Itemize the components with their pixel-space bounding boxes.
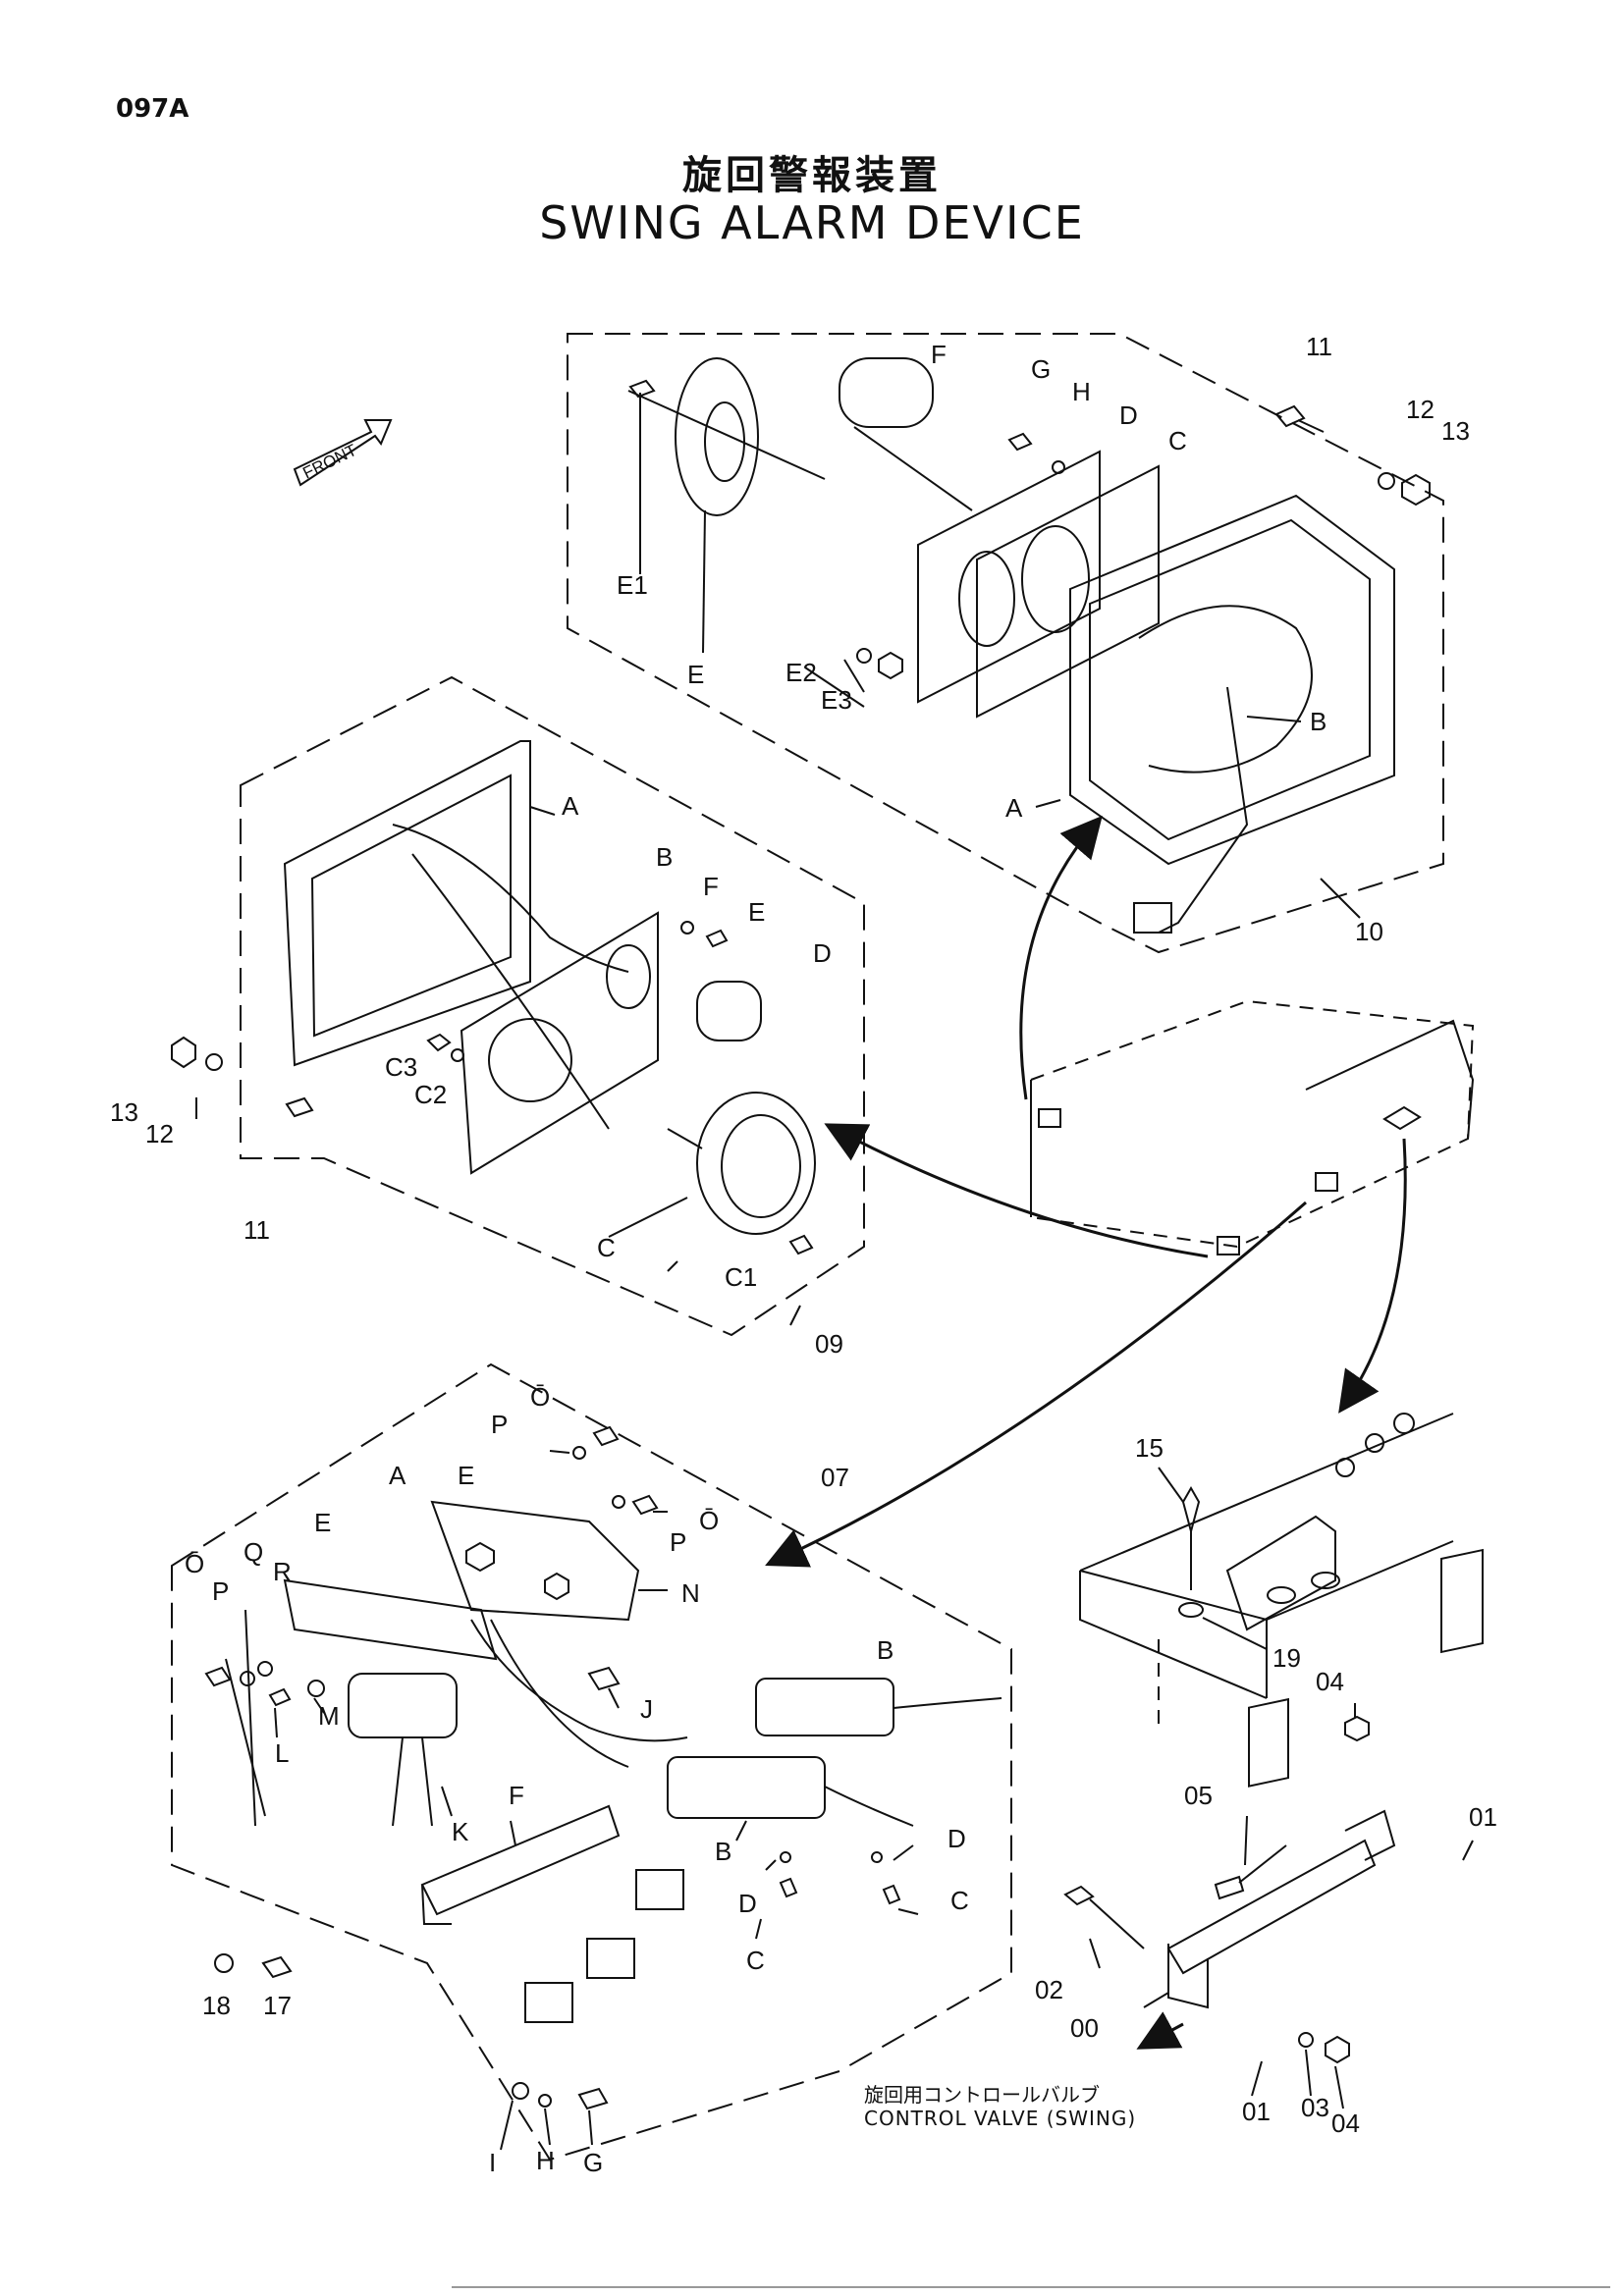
callout-label: 13 (110, 1097, 138, 1127)
switch-panel-and-valve (1063, 1413, 1484, 2109)
title-english: SWING ALARM DEVICE (539, 196, 1085, 249)
title-japanese: 旋回警報装置 (682, 153, 942, 198)
callout-label: E (458, 1461, 474, 1490)
callout-label: G (583, 2148, 603, 2177)
callout-label: 17 (263, 1991, 292, 2020)
callout-label: A (1005, 793, 1023, 823)
callout-label: E3 (821, 685, 852, 715)
callout-label: N (681, 1578, 700, 1608)
group-09-labels: A B F E D 13 12 11 C3 C2 C C1 09 (110, 791, 843, 1359)
callout-label: 07 (821, 1463, 849, 1492)
callout-label: Ō (530, 1382, 550, 1412)
callout-label: B (1310, 707, 1326, 736)
callout-label: B (715, 1837, 731, 1866)
callout-label: C (1168, 426, 1187, 455)
callout-label: A (562, 791, 579, 821)
front-label: FRONT (299, 441, 359, 483)
valve-labels: 15 19 04 05 01 02 00 01 03 04 (1035, 1433, 1497, 2138)
callout-label: H (536, 2146, 555, 2175)
callout-label: E1 (617, 570, 648, 600)
callout-label: 04 (1316, 1667, 1344, 1696)
callout-label: C3 (385, 1052, 417, 1082)
callout-label: F (931, 340, 947, 369)
callout-label: A (389, 1461, 406, 1490)
operator-console-outline (1030, 999, 1475, 1255)
callout-label: 05 (1184, 1781, 1213, 1810)
page-code: 097A (116, 94, 189, 124)
callout-label: 02 (1035, 1975, 1063, 2004)
callout-label: 00 (1070, 2013, 1099, 2043)
callout-label: I (489, 2148, 496, 2177)
callout-label: E (314, 1508, 331, 1537)
callout-label: C (950, 1886, 969, 1915)
callout-label: P (491, 1410, 508, 1439)
callout-label: C (597, 1233, 616, 1262)
callout-label: 01 (1242, 2097, 1271, 2126)
front-arrow-icon: FRONT (293, 419, 393, 487)
callout-label: C (746, 1946, 765, 1975)
callout-label: 11 (244, 1215, 270, 1245)
callout-label: 11 (1306, 332, 1332, 361)
callout-label: B (656, 842, 673, 872)
callout-label: J (640, 1694, 653, 1724)
callout-label: F (509, 1781, 524, 1810)
callout-label: 13 (1441, 416, 1470, 446)
group-07-labels: Ō P Ō P 07 A E E R Q P Ō N J M L K B F B… (185, 1382, 969, 2177)
callout-label: E (687, 660, 704, 689)
callout-label: 19 (1272, 1643, 1301, 1673)
group-07-assembly (171, 1362, 1012, 2162)
callout-label: R (273, 1557, 292, 1586)
callout-label: D (738, 1889, 757, 1918)
callout-label: 04 (1331, 2109, 1360, 2138)
callout-label: B (877, 1635, 893, 1665)
callout-label: 10 (1355, 917, 1383, 946)
callout-label: H (1072, 377, 1091, 406)
callout-label: K (452, 1817, 469, 1846)
callout-label: 12 (145, 1119, 174, 1148)
callout-label: Ō (185, 1549, 204, 1578)
callout-label: D (1119, 400, 1138, 430)
callout-label: L (275, 1738, 289, 1768)
callout-label: M (318, 1701, 340, 1731)
callout-label: 18 (202, 1991, 231, 2020)
control-valve-label-jp: 旋回用コントロールバルブ (864, 2083, 1100, 2107)
callout-label: D (947, 1824, 966, 1853)
connection-arrows (765, 815, 1407, 2050)
group-09-assembly (171, 675, 865, 1337)
callout-label: C2 (414, 1080, 447, 1109)
group-10-assembly (567, 333, 1444, 954)
callout-label: 09 (815, 1329, 843, 1359)
callout-label: Ō (699, 1506, 719, 1535)
group-10-labels: 11 12 13 F G H D C E1 E E2 E3 B A 10 (617, 332, 1470, 946)
callout-label: E2 (785, 658, 817, 687)
callout-label: Q (244, 1537, 263, 1567)
callout-label: P (212, 1576, 229, 1606)
callout-label: 12 (1406, 395, 1435, 424)
control-valve-label-en: CONTROL VALVE (SWING) (864, 2107, 1137, 2130)
callout-label: F (703, 872, 719, 901)
callout-label: C1 (725, 1262, 757, 1292)
callout-label: G (1031, 354, 1051, 384)
callout-label: D (813, 938, 832, 968)
callout-label: 01 (1469, 1802, 1497, 1832)
callout-label: 15 (1135, 1433, 1164, 1463)
callout-label: E (748, 897, 765, 927)
callout-label: 03 (1301, 2093, 1329, 2122)
callout-label: P (670, 1527, 686, 1557)
